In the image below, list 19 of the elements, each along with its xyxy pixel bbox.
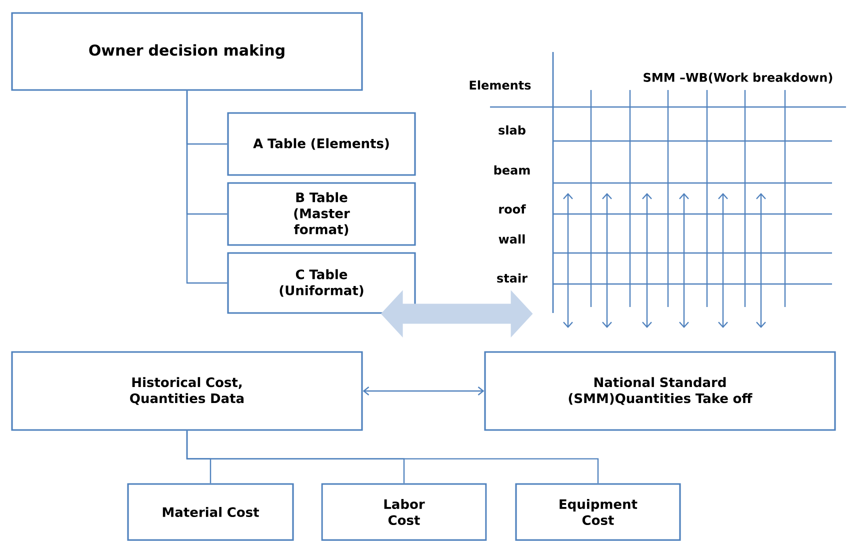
process-box: Labor Cost [321, 483, 487, 541]
process-box: B Table (Master format) [227, 182, 416, 246]
arrow [362, 386, 484, 396]
grid-heading: SMM –WB(Work breakdown) [644, 72, 832, 84]
row-label: roof [499, 204, 526, 214]
row-label: wall [498, 234, 525, 244]
process-box: Material Cost [127, 483, 294, 541]
process-box: Historical Cost, Quantities Data [11, 351, 363, 431]
row-label: slab [498, 125, 526, 135]
process-box: Owner decision making [11, 12, 363, 91]
grid-heading: Elements [470, 80, 531, 90]
connector-line [186, 90, 228, 284]
row-label: beam [494, 165, 530, 175]
connector-line [186, 430, 599, 484]
process-box: A Table (Elements) [227, 112, 416, 176]
process-box: National Standard (SMM)Quantities Take off [484, 351, 836, 431]
process-box: C Table (Uniformat) [227, 252, 416, 314]
process-box: Equipment Cost [515, 483, 681, 541]
row-label: stair [497, 273, 528, 283]
